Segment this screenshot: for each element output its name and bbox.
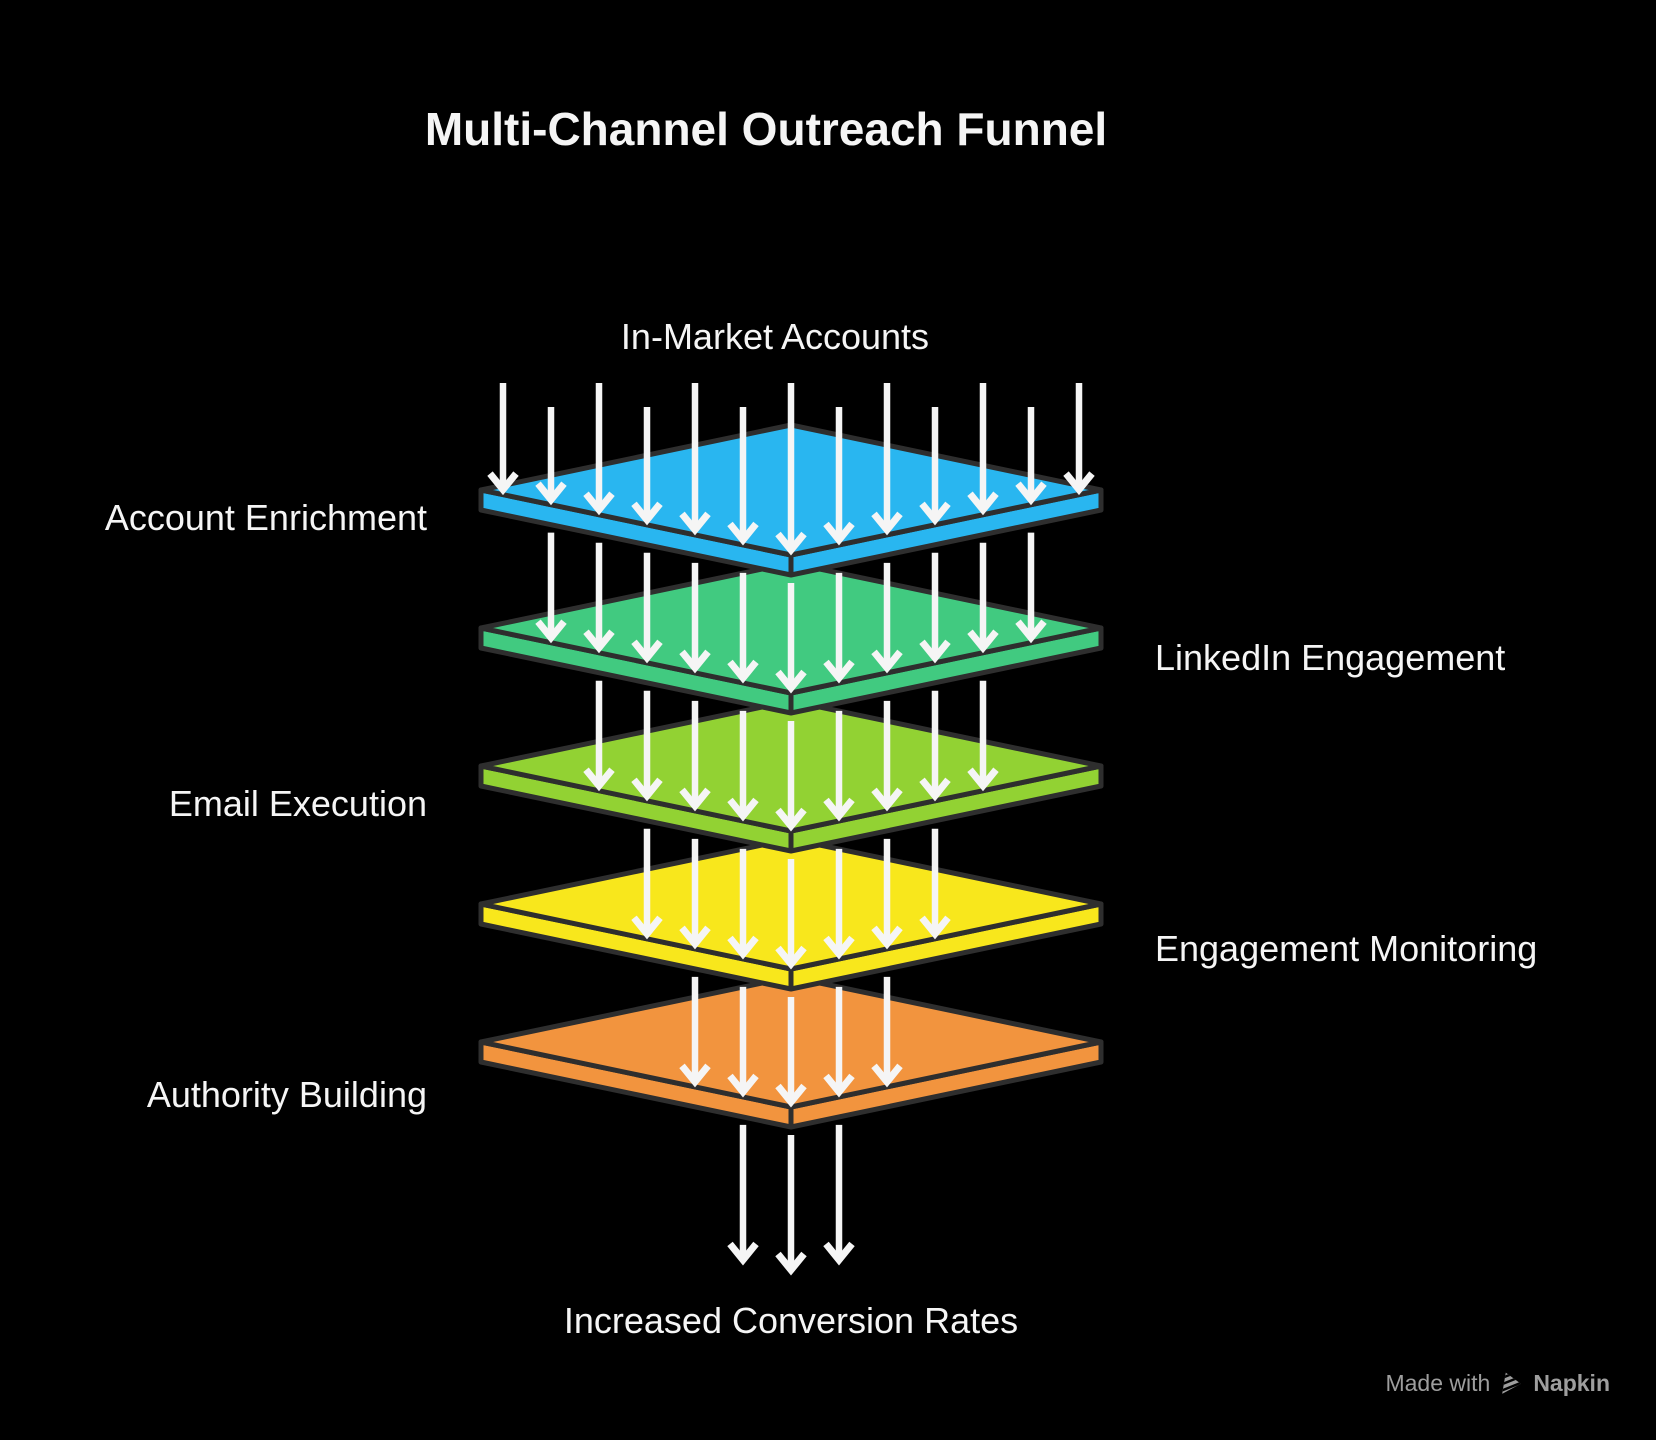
down-arrow-icon — [919, 828, 951, 940]
down-arrow-icon — [727, 986, 759, 1098]
layer-label-account-enrichment: Account Enrichment — [104, 497, 427, 538]
down-arrow-icon — [967, 542, 999, 654]
down-arrow-icon — [487, 383, 519, 496]
down-arrow-icon — [679, 838, 711, 950]
down-arrow-icon — [871, 976, 903, 1088]
down-arrow-icon — [631, 407, 663, 526]
made-with-napkin-credit: Made with Napkin — [1385, 1370, 1610, 1397]
down-arrow-icon — [1015, 407, 1047, 506]
napkin-brand-text: Napkin — [1533, 1370, 1610, 1396]
down-arrow-icon — [823, 572, 855, 684]
down-arrow-icon — [775, 997, 807, 1108]
down-arrow-icon — [583, 542, 615, 654]
down-arrow-icon — [727, 710, 759, 822]
made-with-text: Made with — [1385, 1370, 1491, 1396]
down-arrow-icon — [583, 680, 615, 792]
diagram-title: Multi-Channel Outreach Funnel — [424, 103, 1108, 155]
down-arrow-icon — [727, 848, 759, 960]
down-arrow-icon — [1015, 532, 1047, 644]
down-arrow-icon — [871, 562, 903, 674]
down-arrow-icon — [679, 976, 711, 1088]
down-arrow-icon — [871, 383, 903, 536]
napkin-logo-icon — [1502, 1372, 1522, 1394]
down-arrow-icon — [919, 690, 951, 802]
down-arrow-icon — [919, 552, 951, 664]
down-arrow-icon — [919, 407, 951, 526]
funnel-output-label: Increased Conversion Rates — [563, 1300, 1019, 1341]
down-arrow-icon — [727, 1124, 759, 1266]
layer-label-linkedin-engagement: LinkedIn Engagement — [1155, 637, 1506, 678]
down-arrow-icon — [775, 583, 807, 694]
down-arrow-icon — [631, 828, 663, 940]
down-arrow-icon — [823, 986, 855, 1098]
down-arrow-icon — [535, 407, 567, 506]
down-arrow-icon — [871, 838, 903, 950]
down-arrow-icon — [775, 1135, 807, 1276]
down-arrow-icon — [967, 680, 999, 792]
down-arrow-icon — [775, 859, 807, 970]
down-arrow-icon — [775, 383, 807, 556]
down-arrow-icon — [631, 690, 663, 802]
down-arrow-icon — [823, 848, 855, 960]
layer-label-engagement-monitoring: Engagement Monitoring — [1155, 928, 1538, 969]
down-arrow-icon — [823, 407, 855, 546]
down-arrow-icon — [727, 407, 759, 546]
down-arrow-icon — [679, 383, 711, 536]
down-arrow-icon — [583, 383, 615, 516]
layer-label-authority-building: Authority Building — [146, 1074, 427, 1115]
down-arrow-icon — [823, 1124, 855, 1266]
layer-label-email-execution: Email Execution — [168, 783, 427, 824]
down-arrow-icon — [631, 552, 663, 664]
funnel-layer-0 — [478, 422, 1104, 578]
down-arrow-icon — [679, 562, 711, 674]
down-arrow-icon — [871, 700, 903, 812]
down-arrow-icon — [823, 710, 855, 822]
down-arrow-icon — [1063, 383, 1095, 496]
down-arrow-icon — [679, 700, 711, 812]
down-arrow-icon — [727, 572, 759, 684]
down-arrow-icon — [775, 721, 807, 832]
funnel-input-label: In-Market Accounts — [620, 316, 930, 357]
down-arrow-icon — [967, 383, 999, 516]
down-arrow-icon — [535, 532, 567, 644]
